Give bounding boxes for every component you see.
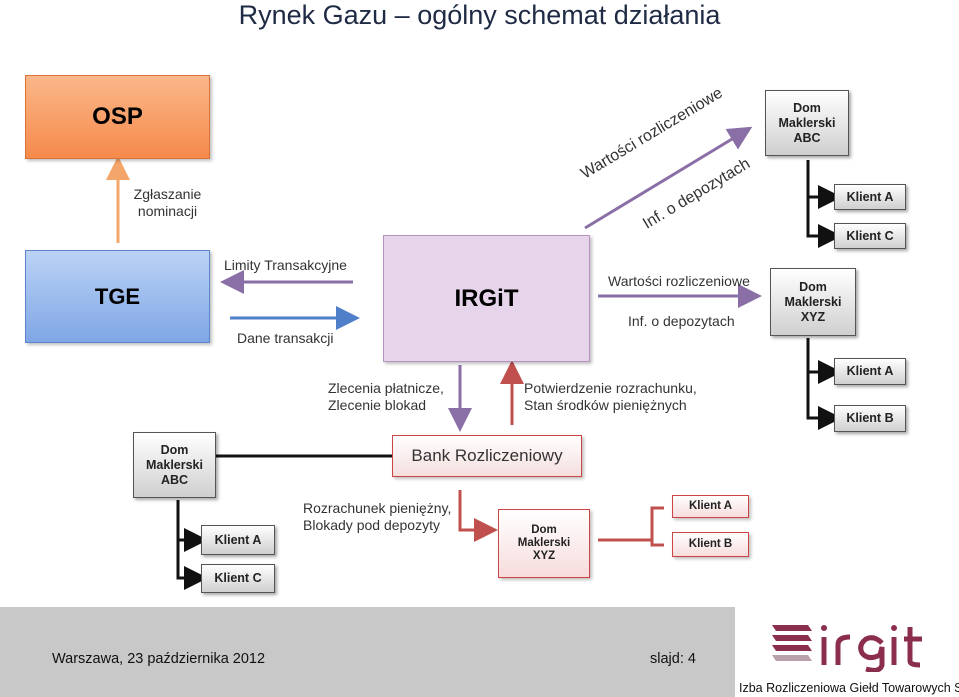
bracket-abc-top-a	[806, 160, 842, 209]
footer-date: Warszawa, 23 października 2012	[52, 651, 266, 667]
klient-a-mid: Klient A	[834, 358, 906, 385]
irgit-box: IRGiT	[383, 235, 590, 362]
tge-box: TGE	[25, 250, 210, 343]
footer-slide-number: slajd: 4	[650, 651, 696, 667]
label-zlecenia: Zlecenia płatnicze, Zlecenie blokad	[328, 380, 444, 413]
label-rozrachunek: Rozrachunek pieniężny, Blokady pod depoz…	[303, 500, 452, 533]
label-dane: Dane transakcji	[237, 330, 334, 346]
bracket-xyz-mid-b	[806, 372, 842, 430]
irgit-logo-mark-icon	[772, 625, 922, 673]
arrow-diagonal-wartosci	[584, 126, 753, 230]
osp-box: OSP	[25, 75, 210, 159]
dm-abc-left-box: Dom Maklerski ABC	[133, 432, 216, 498]
bracket-abc-left-c	[176, 540, 208, 590]
footer-bar	[0, 607, 735, 697]
dm-xyz-bottom-box: Dom Maklerski XYZ	[498, 509, 590, 578]
bracket-abc-top-c	[806, 197, 842, 248]
dm-xyz-mid-box: Dom Maklerski XYZ	[770, 268, 856, 336]
arrow-rozrachunek	[458, 490, 498, 542]
label-limity: Limity Transakcyjne	[224, 257, 347, 273]
dm-abc-top-box: Dom Maklerski ABC	[765, 90, 849, 156]
bracket-xyz-bottom-a	[650, 506, 664, 540]
label-potwierdzenie: Potwierdzenie rozrachunku, Stan środków …	[524, 380, 697, 413]
klient-c-left: Klient C	[201, 564, 275, 593]
klient-a-bottom: Klient A	[672, 495, 749, 518]
label-inf: Inf. o depozytach	[628, 313, 735, 329]
footer-company: Izba Rozliczeniowa Giełd Towarowych S.A.	[739, 681, 959, 695]
bracket-xyz-bottom-b	[632, 538, 664, 547]
label-wartosci: Wartości rozliczeniowe	[608, 273, 750, 289]
klient-b-mid: Klient B	[834, 405, 906, 432]
klient-b-bottom: Klient B	[672, 532, 749, 557]
bracket-abc-left-a	[176, 500, 208, 552]
klient-a-top: Klient A	[834, 184, 906, 210]
irgit-logo	[770, 617, 930, 673]
slide-title: Rynek Gazu – ogólny schemat działania	[238, 0, 721, 30]
klient-c-top: Klient C	[834, 223, 906, 249]
bracket-xyz-mid-a	[806, 338, 842, 384]
label-zgloszenia: Zgłaszanie nominacji	[133, 186, 202, 219]
klient-a-left: Klient A	[201, 525, 275, 555]
bank-box: Bank Rozliczeniowy	[392, 435, 582, 477]
